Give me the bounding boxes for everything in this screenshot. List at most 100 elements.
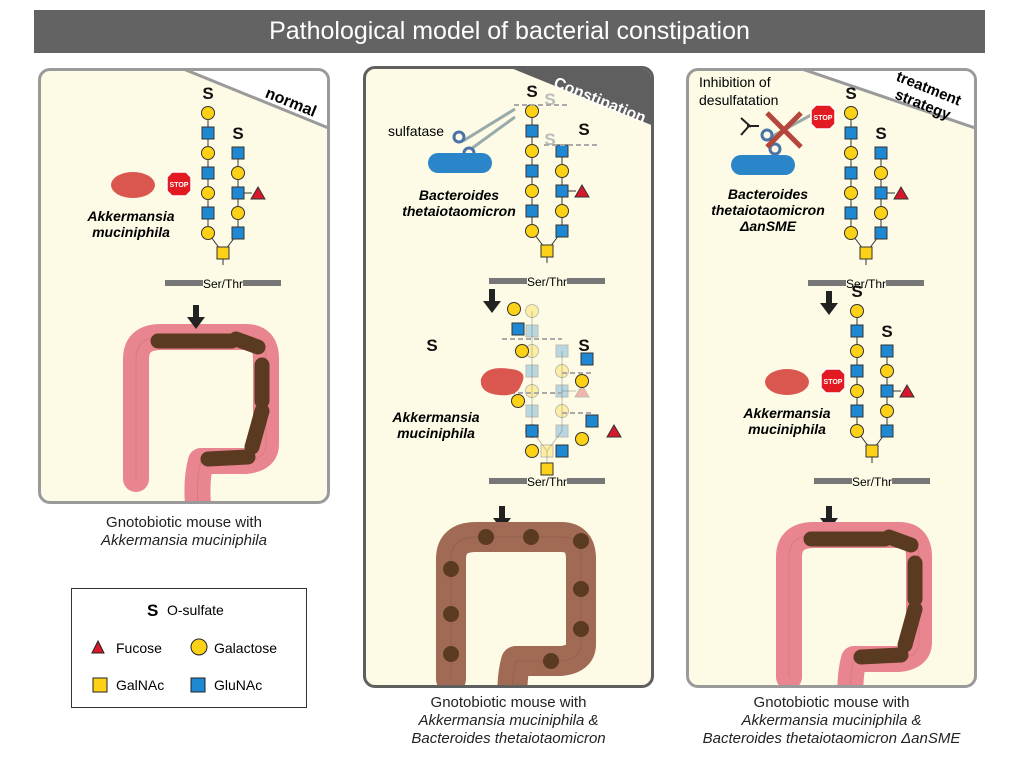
down-arrow-icon bbox=[187, 305, 205, 329]
bacterium-name: muciniphila bbox=[92, 224, 170, 240]
svg-text:GluNAc: GluNAc bbox=[214, 677, 262, 693]
galactose-unit bbox=[844, 146, 858, 160]
galactose-unit bbox=[525, 184, 539, 198]
fucose-unit bbox=[606, 424, 622, 438]
legend-item-o-sulfate: S O-sulfate bbox=[147, 601, 224, 620]
glunac-unit bbox=[880, 344, 894, 358]
galactose-unit bbox=[525, 444, 539, 458]
stop-sign-icon: STOP bbox=[820, 368, 846, 394]
svg-text:Galactose: Galactose bbox=[214, 640, 277, 656]
released-glunac bbox=[585, 414, 599, 428]
galactose-unit bbox=[880, 404, 894, 418]
removed-sulfate-label: S bbox=[544, 90, 555, 109]
panel-treatment-drawing: treatment strategy Inhibition of desulfa… bbox=[699, 71, 974, 685]
sulfate-label: S bbox=[851, 282, 862, 301]
down-arrow-icon bbox=[820, 291, 838, 315]
caption-constipation: Gnotobiotic mouse with Akkermansia mucin… bbox=[411, 694, 606, 747]
sulfate-label: S bbox=[202, 84, 213, 103]
fucose-unit bbox=[574, 184, 590, 198]
sulfate-label: S bbox=[875, 124, 886, 143]
feces-pellet bbox=[443, 561, 459, 577]
sulfate-label: S bbox=[426, 336, 437, 355]
sulfate-label: S bbox=[845, 84, 856, 103]
glunac-unit bbox=[844, 166, 858, 180]
glunac-unit bbox=[201, 206, 215, 220]
glunac-unit bbox=[844, 206, 858, 220]
caption-normal: Gnotobiotic mouse with Akkermansia mucin… bbox=[101, 514, 267, 549]
galactose-unit bbox=[844, 186, 858, 200]
feces-pellet bbox=[478, 529, 494, 545]
bacteroides-bacterium bbox=[428, 153, 492, 173]
colon-illustration bbox=[123, 324, 279, 501]
glunac-unit bbox=[555, 344, 569, 358]
feces-pellet bbox=[573, 581, 589, 597]
feces-pellet bbox=[443, 606, 459, 622]
bacterium-name: Bacteroides bbox=[419, 187, 499, 203]
down-arrow-icon bbox=[483, 289, 501, 313]
bacterium-name: Akkermansia bbox=[391, 409, 479, 425]
legend-item-galnac: GalNAc bbox=[92, 677, 164, 693]
svg-text:STOP: STOP bbox=[170, 182, 189, 189]
feces-pellet bbox=[573, 621, 589, 637]
ser-thr-label: Ser/Thr bbox=[527, 275, 567, 289]
tag-corner bbox=[184, 71, 327, 129]
fucose-unit bbox=[899, 384, 915, 398]
galnac-unit bbox=[865, 444, 879, 458]
glunac-unit bbox=[231, 186, 245, 200]
glunac-unit bbox=[555, 444, 569, 458]
galactose-unit bbox=[525, 104, 539, 118]
galactose-unit bbox=[555, 164, 569, 178]
glunac-unit bbox=[555, 184, 569, 198]
galactose-unit bbox=[874, 206, 888, 220]
glunac-unit bbox=[850, 404, 864, 418]
bacterium-name: muciniphila bbox=[397, 425, 475, 441]
figure-title: Pathological model of bacterial constipa… bbox=[34, 10, 985, 53]
galactose-unit bbox=[525, 304, 539, 318]
feces-pellet bbox=[200, 449, 256, 467]
bacterium-name: Bacteroides bbox=[728, 186, 808, 202]
glunac-unit bbox=[231, 146, 245, 160]
fucose-triangle-icon bbox=[91, 639, 105, 654]
peptide-backbone bbox=[814, 478, 852, 484]
legend-item-galactose: Galactose bbox=[190, 638, 277, 656]
galactose-unit bbox=[525, 224, 539, 238]
glunac-unit bbox=[525, 204, 539, 218]
galactose-unit bbox=[231, 166, 245, 180]
inhibition-label: Inhibition of bbox=[699, 74, 771, 90]
feces-pellet bbox=[573, 533, 589, 549]
galnac-unit bbox=[540, 462, 554, 476]
galactose-unit bbox=[850, 424, 864, 438]
released-galactose bbox=[507, 302, 521, 316]
svg-text:O-sulfate: O-sulfate bbox=[167, 602, 224, 618]
fucose-unit bbox=[574, 384, 590, 398]
svg-text:STOP: STOP bbox=[814, 115, 833, 122]
feces-pellet bbox=[897, 601, 923, 653]
galactose-unit bbox=[874, 166, 888, 180]
released-galactose bbox=[515, 344, 529, 358]
bacterium-name: thetaiotaomicron bbox=[711, 202, 825, 218]
glunac-unit bbox=[844, 126, 858, 140]
sulfate-label: S bbox=[232, 124, 243, 143]
akkermansia-bacterium bbox=[765, 369, 809, 395]
glunac-unit bbox=[525, 364, 539, 378]
sulfate-symbol: S bbox=[147, 601, 158, 620]
peptide-backbone bbox=[892, 478, 930, 484]
feces-pellet bbox=[543, 653, 559, 669]
released-glunac bbox=[511, 322, 525, 336]
glunac-unit bbox=[850, 324, 864, 338]
bacterium-name: Akkermansia bbox=[742, 405, 830, 421]
bacteroides-mutant-bacterium bbox=[731, 155, 795, 175]
galactose-unit bbox=[201, 106, 215, 120]
galnac-unit bbox=[859, 246, 873, 260]
fucose-unit bbox=[893, 186, 909, 200]
glunac-unit bbox=[525, 124, 539, 138]
bacterium-name: muciniphila bbox=[748, 421, 826, 437]
legend: S O-sulfate Fucose Galactose GalNAc GluN… bbox=[71, 588, 307, 708]
inhibition-symbol-icon bbox=[740, 117, 759, 136]
glunac-unit bbox=[525, 164, 539, 178]
glunac-unit bbox=[874, 186, 888, 200]
fucose-unit bbox=[250, 186, 266, 200]
